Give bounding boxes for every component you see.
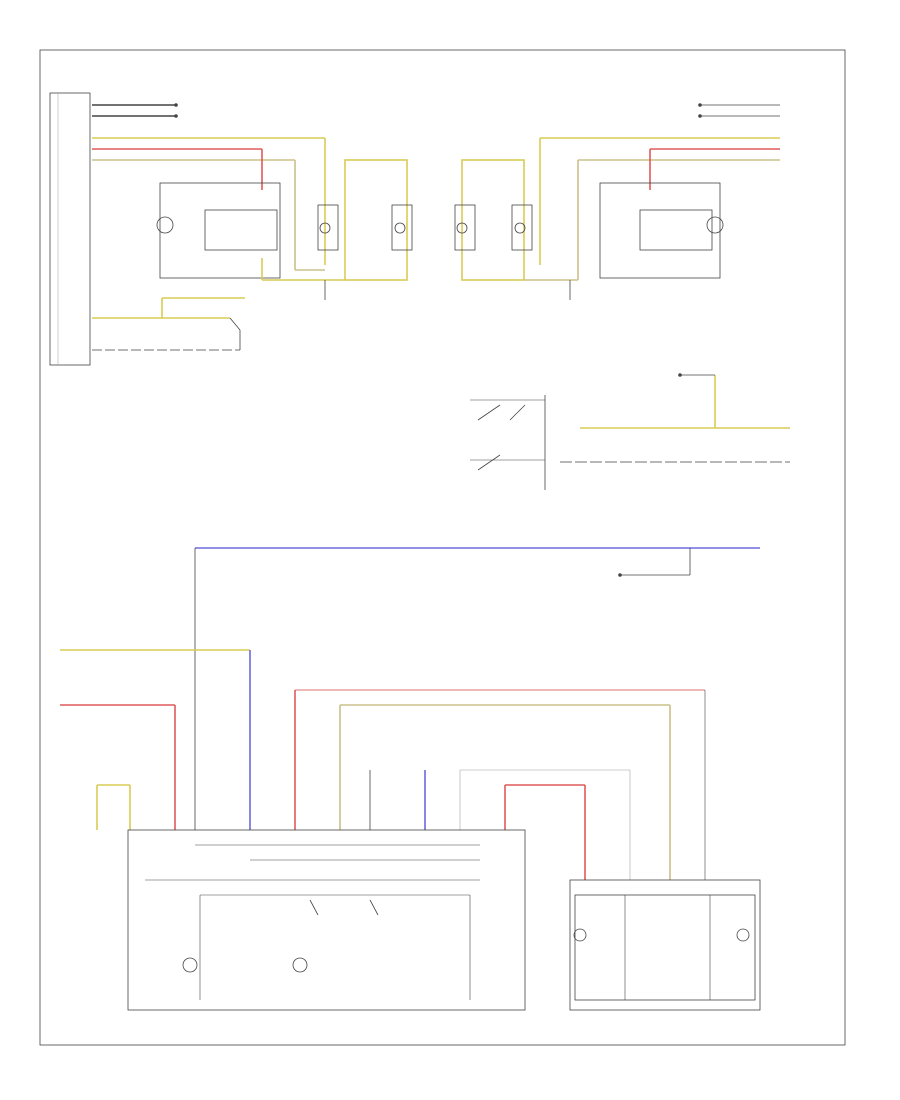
right-lamp-group	[454, 159, 578, 300]
right-module	[599, 182, 724, 279]
rear-door-switch	[470, 373, 790, 490]
lower-feed-wires	[60, 547, 760, 880]
top-right-wires	[539, 103, 780, 280]
left-module	[156, 182, 281, 279]
rear-electronics-control-module	[127, 829, 526, 1011]
rear-interior-light	[569, 879, 761, 1011]
diagram-frame	[39, 49, 846, 1046]
left-lamp-group	[261, 159, 413, 300]
fuse-panel-left	[49, 92, 91, 366]
top-left-wires	[92, 103, 326, 271]
door-switch-left	[92, 297, 245, 351]
